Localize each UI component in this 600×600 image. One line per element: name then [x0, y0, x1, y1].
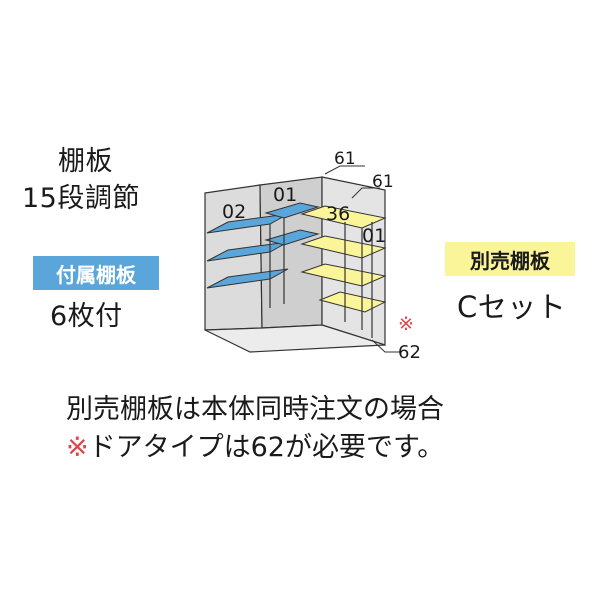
order-note-line1: 別売棚板は本体同時注文の場合: [66, 394, 444, 425]
note-door-type-text: ドアタイプは62が必要です。: [88, 432, 445, 463]
dimension-61-top-label: 61: [334, 149, 356, 169]
sold-separately-badge: 別売棚板: [445, 242, 575, 276]
shelf-02-label: 02: [222, 201, 246, 223]
shelf-36-label: 36: [326, 203, 350, 225]
dimension-lines: [324, 165, 400, 353]
included-shelf-count: 6枚付: [50, 301, 123, 332]
shelf-01-left-label: 01: [273, 184, 297, 206]
adjustment-steps-label: 15段調節: [22, 183, 140, 214]
shelf-label: 棚板: [58, 146, 113, 177]
reference-mark: ※: [398, 313, 414, 335]
shelf-01-right-label: 01: [362, 225, 386, 247]
set-label: Cセット: [457, 290, 567, 324]
note-reference-mark: ※: [66, 432, 89, 463]
included-shelf-badge: 付属棚板: [33, 256, 159, 290]
dimension-62-label: 62: [398, 342, 421, 363]
order-note-line2: ※ドアタイプは62が必要です。: [66, 430, 444, 466]
sold-separately-shelves: [300, 205, 387, 338]
included-shelves: [206, 202, 320, 308]
dimension-61-right-label: 61: [372, 172, 394, 192]
